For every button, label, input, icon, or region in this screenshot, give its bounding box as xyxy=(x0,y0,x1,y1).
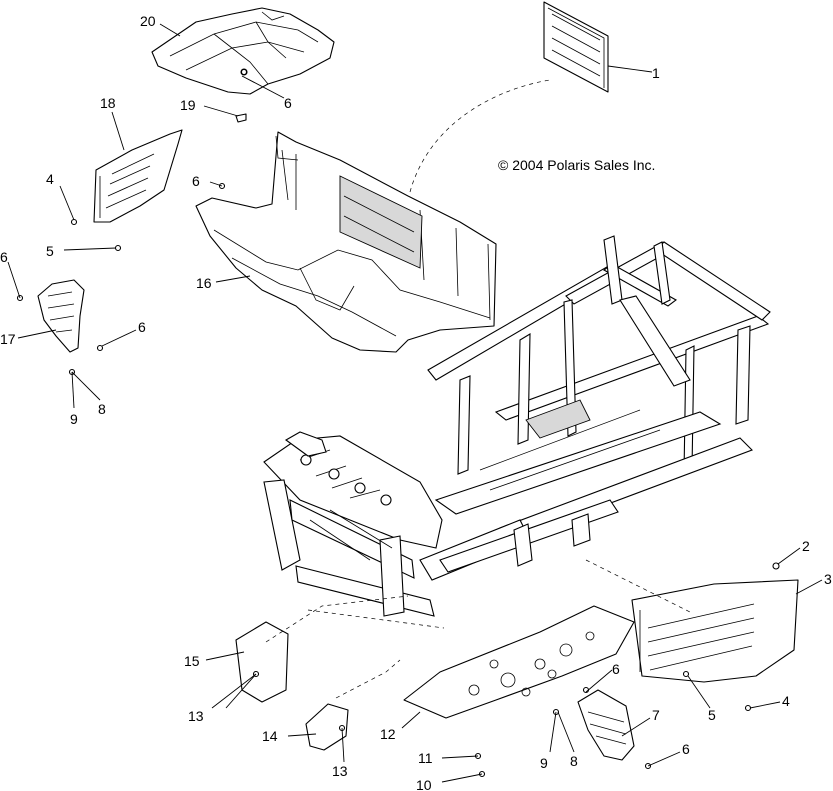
callout-8: 8 xyxy=(98,401,106,417)
part-7-footwell-guard xyxy=(577,689,635,761)
callout-2: 2 xyxy=(802,538,810,554)
callout-labels: 1 2 3 4 4 5 5 6 6 6 6 6 6 7 8 8 9 9 10 1… xyxy=(0,13,832,791)
callout-6: 6 xyxy=(284,95,292,111)
part-3-side-panel xyxy=(631,579,799,683)
callout-4: 4 xyxy=(46,171,54,187)
part-20-floor-panel xyxy=(151,7,335,95)
callout-3: 3 xyxy=(824,571,832,587)
callout-4: 4 xyxy=(782,693,790,709)
part-12-skid-plate xyxy=(403,605,635,719)
callout-14: 14 xyxy=(262,728,278,744)
callout-18: 18 xyxy=(100,95,116,111)
part-14-plate xyxy=(305,703,349,751)
callout-13: 13 xyxy=(332,763,348,779)
callout-6: 6 xyxy=(612,661,620,677)
callout-17: 17 xyxy=(0,331,16,347)
guide-lines xyxy=(265,79,691,699)
part-16-cab-wall xyxy=(195,131,497,353)
callout-5: 5 xyxy=(708,707,716,723)
callout-12: 12 xyxy=(380,726,396,742)
callout-6: 6 xyxy=(0,249,8,265)
part-18-side-panel xyxy=(93,129,183,223)
callout-9: 9 xyxy=(540,755,548,771)
callout-5: 5 xyxy=(46,243,54,259)
callout-6: 6 xyxy=(138,319,146,335)
callout-15: 15 xyxy=(184,653,200,669)
callout-10: 10 xyxy=(416,777,432,791)
part-15-plate xyxy=(235,621,289,703)
callout-6: 6 xyxy=(192,173,200,189)
copyright-notice: © 2004 Polaris Sales Inc. xyxy=(498,157,655,173)
callout-9: 9 xyxy=(70,411,78,427)
part-1-grille-panel xyxy=(543,1,609,93)
callout-11: 11 xyxy=(418,750,433,766)
part-17-footwell-guard xyxy=(37,279,85,353)
callout-8: 8 xyxy=(570,753,578,769)
callout-7: 7 xyxy=(652,707,660,723)
main-frame xyxy=(263,235,771,617)
callout-19: 19 xyxy=(180,97,196,113)
callout-1: 1 xyxy=(652,65,660,81)
callout-13: 13 xyxy=(188,708,204,724)
callout-16: 16 xyxy=(196,275,212,291)
leader-lines xyxy=(7,23,823,783)
callout-20: 20 xyxy=(140,13,156,29)
callout-6: 6 xyxy=(682,741,690,757)
